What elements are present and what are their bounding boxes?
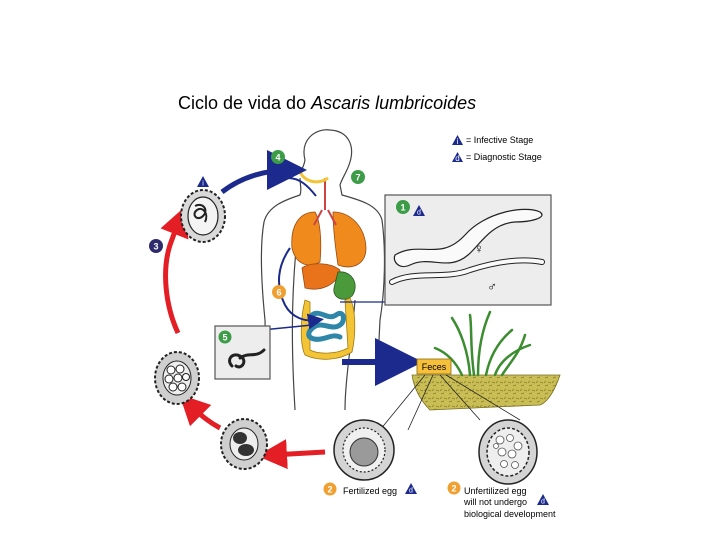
step-7-label: 7: [355, 173, 360, 183]
step-6-marker: [272, 285, 286, 299]
feces-box: [416, 358, 452, 375]
egg-infective-letter: i: [202, 181, 204, 188]
legend-diagnostic-letter: d: [455, 154, 459, 163]
unfertilized-egg: 2 Unfertilized egg will not undergo biol…: [447, 419, 556, 519]
unfertilized-diagnostic-letter: d: [541, 499, 545, 506]
cell-bottom: [238, 444, 254, 456]
left-lung: [332, 211, 367, 268]
right-lung: [291, 211, 322, 266]
fertilized-egg-cell: [349, 437, 379, 467]
step-3-label: 3: [153, 242, 158, 252]
unfertilized-label-line2: will not undergo: [463, 497, 527, 507]
step-6-label: 6: [276, 288, 281, 298]
arrow-migration: [278, 247, 324, 330]
throat-path: [298, 171, 329, 184]
embryonated-egg-large: [154, 351, 200, 405]
cell-top: [233, 432, 247, 444]
zoom-lines: [379, 374, 521, 431]
step-5-marker: [218, 330, 232, 344]
fertilized-diagnostic-stage-icon: [405, 483, 417, 494]
step-2a-marker: [323, 482, 337, 496]
grass: [433, 310, 532, 377]
embryo-cells: [164, 364, 190, 392]
unfertilized-egg-granules: [493, 434, 523, 469]
adult-diagnostic-letter: d: [417, 210, 421, 217]
larva: [228, 348, 266, 369]
step-4-marker: [271, 150, 285, 164]
liver: [301, 263, 341, 290]
unfertilized-diagnostic-stage-icon: [537, 494, 549, 505]
soil-scene: Feces: [379, 310, 561, 431]
fertilized-egg: 2 Fertilized egg d: [323, 419, 417, 496]
step-markers: 4 7 3 6: [149, 150, 365, 299]
step-7-marker: [351, 170, 365, 184]
female-worm: [393, 208, 543, 268]
two-cell-egg: [220, 418, 268, 470]
diagnostic-stage-icon: [452, 152, 463, 162]
female-symbol: ♀: [474, 241, 484, 256]
fertilized-diagnostic-letter: d: [409, 488, 413, 495]
large-intestine: [300, 297, 356, 360]
male-worm: [390, 258, 544, 284]
arrow-swallow: [287, 177, 317, 197]
legend-diagnostic: d = Diagnostic Stage: [452, 152, 542, 163]
male-symbol: ♂: [487, 279, 497, 294]
egg-infective-stage-icon: [197, 176, 209, 187]
legend-infective-letter: i: [457, 137, 459, 146]
arrow-ingestion: [220, 150, 307, 194]
soil: [411, 374, 561, 411]
arrows: [160, 150, 423, 470]
fertilized-egg-label: Fertilized egg: [343, 486, 397, 496]
title-species: Ascaris lumbricoides: [311, 93, 477, 113]
step-1-label: 1: [400, 203, 405, 213]
stomach: [333, 271, 356, 300]
larva-panel: 5: [214, 325, 271, 380]
step-2b-marker: [447, 481, 461, 495]
organs: [291, 171, 367, 360]
step-4-label: 4: [275, 153, 280, 163]
adult-diagnostic-stage-icon: [413, 205, 425, 216]
legend-infective: i = Infective Stage: [452, 135, 533, 146]
legend-diagnostic-label: = Diagnostic Stage: [466, 152, 542, 162]
title-prefix: Ciclo de vida do: [178, 93, 312, 113]
infective-egg: i: [180, 176, 226, 243]
unfertilized-label-line3: biological development: [464, 509, 556, 519]
step-3-marker: [149, 239, 163, 253]
infective-stage-icon: [452, 135, 463, 145]
arrow-embryonation-mid: [179, 394, 222, 431]
arrow-from-fertilized: [257, 439, 326, 470]
legend-infective-label: = Infective Stage: [466, 135, 533, 145]
step-1-marker: [396, 200, 410, 214]
feces-label: Feces: [422, 362, 447, 372]
step-5-label: 5: [222, 333, 227, 343]
unfertilized-label-line1: Unfertilized egg: [464, 486, 527, 496]
diagram-title: Ciclo de vida do Ascaris lumbricoides: [178, 93, 476, 114]
arrow-embryonation-up: [160, 206, 189, 335]
airway: [313, 178, 337, 226]
step-2b-label: 2: [451, 484, 456, 494]
step-2a-label: 2: [327, 485, 332, 495]
legend: i = Infective Stage d = Diagnostic Stage: [452, 135, 542, 163]
adult-worms-panel: 1 d ♀ ♂: [384, 194, 552, 306]
larva-inside-egg: [193, 204, 208, 223]
small-intestine: [306, 310, 346, 342]
